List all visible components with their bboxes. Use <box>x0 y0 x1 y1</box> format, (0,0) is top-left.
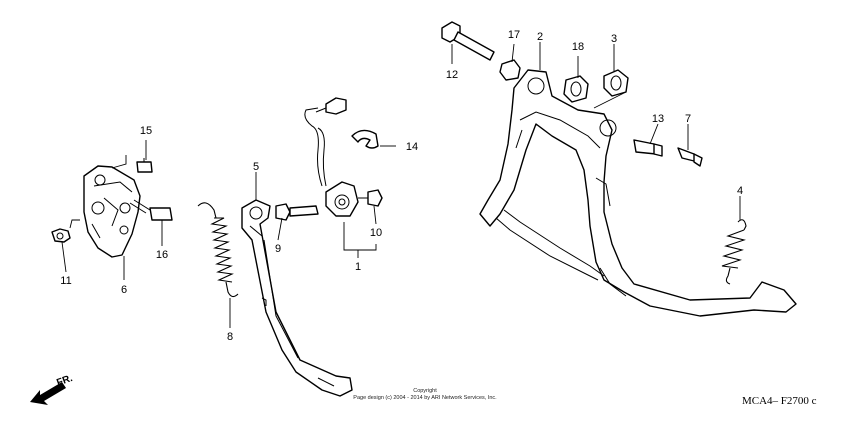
main-stand-spring[interactable] <box>721 219 747 285</box>
bolt-15[interactable] <box>136 158 153 173</box>
side-stand-switch[interactable] <box>304 97 359 217</box>
callout-13: 13 <box>652 113 664 125</box>
main-stand[interactable] <box>479 69 797 317</box>
callout-16: 16 <box>156 249 168 261</box>
callout-17: 17 <box>508 29 520 41</box>
callout-9: 9 <box>275 243 281 255</box>
callout-14: 14 <box>406 141 418 153</box>
callout-1: 1 <box>355 261 361 273</box>
bush-3[interactable] <box>603 69 629 97</box>
pivot-bolt-12[interactable] <box>441 21 495 61</box>
callout-15: 15 <box>140 125 152 137</box>
diagram-code: MCA4– F2700 c <box>742 395 817 407</box>
callout-2: 2 <box>537 31 543 43</box>
callout-12: 12 <box>446 69 458 81</box>
direction-label: FR. <box>55 373 74 389</box>
clamp-14[interactable] <box>351 129 379 149</box>
callout-5: 5 <box>253 161 259 173</box>
leader-lines <box>61 42 741 328</box>
callout-3: 3 <box>611 33 617 45</box>
callout-6: 6 <box>121 284 127 296</box>
bush-18[interactable] <box>563 75 589 103</box>
callout-4: 4 <box>737 185 743 197</box>
side-stand[interactable] <box>241 199 353 397</box>
bolt-13[interactable] <box>633 139 663 157</box>
side-stand-spring[interactable] <box>197 202 239 298</box>
callout-labels: 15 16 6 11 5 8 9 10 1 14 12 17 2 18 3 13… <box>60 29 743 343</box>
copyright-line-1: Copyright <box>413 388 437 394</box>
bolt-16[interactable] <box>129 199 173 221</box>
copyright-line-2: Page design (c) 2004 - 2014 by ARI Netwo… <box>353 395 497 401</box>
arrow-icon <box>30 382 66 405</box>
collar-17[interactable] <box>499 59 521 81</box>
callout-10: 10 <box>370 227 382 239</box>
nut-11[interactable] <box>51 228 71 243</box>
callout-8: 8 <box>227 331 233 343</box>
front-direction-arrow: FR. <box>30 373 74 405</box>
side-stand-bracket[interactable] <box>83 165 141 258</box>
pivot-bolt-9[interactable] <box>275 203 319 221</box>
callout-11: 11 <box>60 275 71 287</box>
callout-18: 18 <box>572 41 584 53</box>
pin-7[interactable] <box>677 147 703 167</box>
callout-7: 7 <box>685 113 691 125</box>
screw-10[interactable] <box>358 189 383 207</box>
